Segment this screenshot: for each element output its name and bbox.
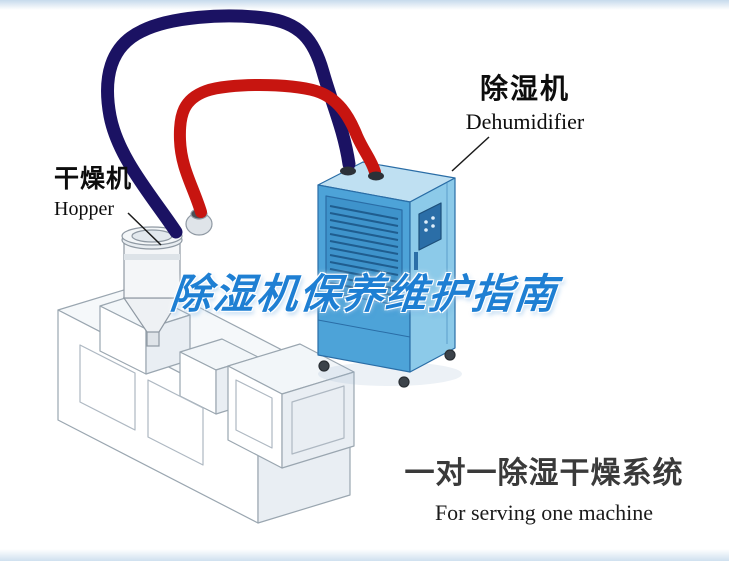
hopper-unit bbox=[121, 208, 213, 347]
control-buttons bbox=[424, 216, 435, 232]
supply-pipe-red bbox=[173, 79, 381, 218]
caption-en: For serving one machine bbox=[434, 500, 654, 525]
dehumidifier-unit bbox=[317, 161, 462, 388]
hopper-pointer-line bbox=[127, 212, 162, 246]
right-box-side bbox=[281, 371, 355, 469]
return-pipe-blue bbox=[101, 9, 356, 239]
dehumidifier-pointer-line bbox=[451, 136, 490, 172]
dehumidifier-label-en: Dehumidifier bbox=[465, 108, 585, 134]
hopper-label: 干燥机 Hopper bbox=[54, 165, 133, 220]
machine-panels bbox=[79, 344, 345, 466]
bottom-edge-gradient bbox=[0, 549, 729, 561]
vent-slats bbox=[329, 205, 399, 297]
caption-cn: 一对一除湿干燥系统 bbox=[404, 457, 684, 490]
caption-block: 一对一除湿干燥系统 For serving one machine bbox=[398, 448, 690, 526]
cabinet-handle bbox=[414, 252, 418, 270]
hopper-clamp-band bbox=[124, 254, 180, 260]
top-edge-gradient bbox=[0, 0, 729, 10]
front-door-seam bbox=[317, 319, 411, 338]
dehumidifier-label-cn: 除湿机 bbox=[479, 73, 570, 104]
hopper-label-cn: 干燥机 bbox=[54, 165, 133, 193]
caster-wheels bbox=[318, 349, 456, 388]
hopper-label-en: Hopper bbox=[54, 197, 114, 220]
control-panel bbox=[418, 202, 442, 251]
dehumidifier-shadow bbox=[318, 362, 462, 386]
pipe-ports bbox=[340, 166, 384, 181]
dehumidifier-label: 除湿机 Dehumidifier bbox=[450, 73, 600, 134]
pointer-lines bbox=[127, 136, 490, 246]
hopper-body bbox=[123, 239, 181, 299]
page-title: 除湿机保养维护指南 bbox=[168, 271, 560, 317]
pipes bbox=[101, 9, 381, 239]
